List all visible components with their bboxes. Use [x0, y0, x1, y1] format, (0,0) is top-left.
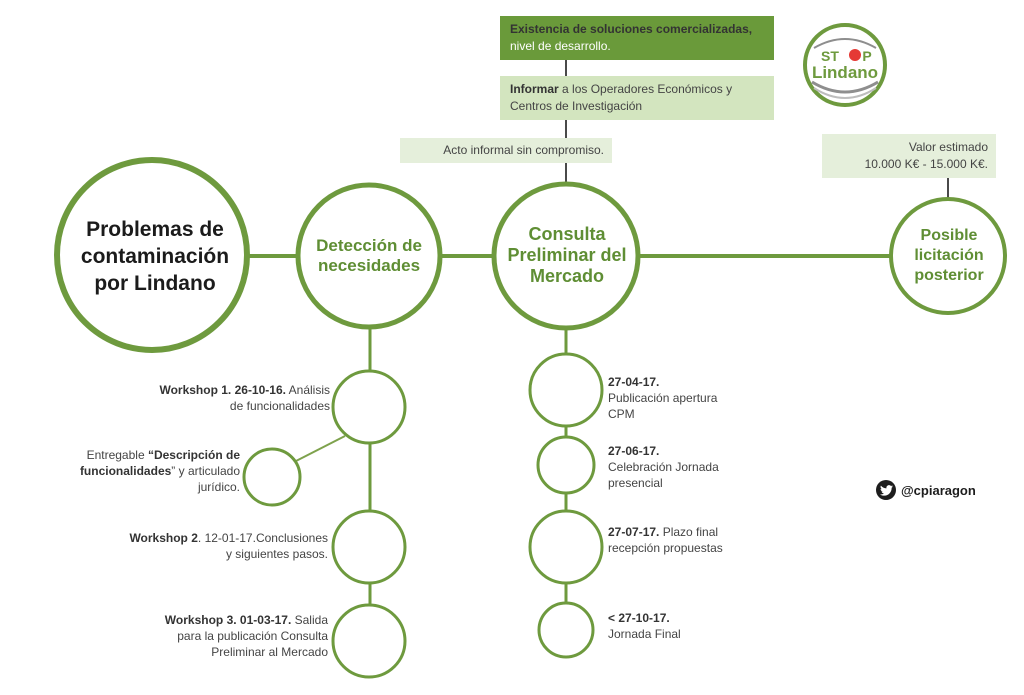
note-workshop-3-bold: Workshop 3. 01-03-17.	[164, 613, 292, 627]
timeline-cpm-node-2	[536, 435, 596, 495]
node-cpm-label: Consulta Preliminar del Mercado	[507, 223, 627, 286]
stop-lindano-logo-svg: ST P Lindano	[803, 23, 887, 107]
note-cpm-4-text: Jornada Final	[608, 627, 681, 641]
note-cpm-2: 27-06-17. Celebración Jornada presencial	[608, 443, 728, 491]
node-problemas-circle	[54, 157, 250, 353]
box-acto-informal: Acto informal sin compromiso.	[400, 138, 612, 163]
logo-stop-a: ST	[821, 48, 839, 64]
box-valor-line1: Valor estimado	[908, 140, 988, 154]
note-cpm-3: 27-07-17. Plazo final recepción propuest…	[608, 524, 733, 556]
note-entregable-prefix: Entregable	[86, 448, 148, 462]
note-cpm-2-text: Celebración Jornada presencial	[608, 460, 719, 490]
box-informar-rest: a los Operadores Económicos y Centros de…	[510, 82, 733, 113]
note-workshop-2-text: . 12-01-17.	[197, 531, 256, 545]
note-cpm-1: 27-04-17. Publicación apertura CPM	[608, 374, 718, 422]
node-problemas-label: Problemas de contaminación por Lindano	[80, 217, 230, 295]
twitter-handle-text[interactable]: @cpiaragon	[901, 482, 976, 498]
note-entregable: Entregable “Descripción de funcionalidad…	[70, 447, 240, 495]
node-cpm-circle	[491, 181, 641, 331]
node-deteccion-label: Detección de necesidades	[316, 236, 422, 275]
twitter-handle[interactable]: @cpiaragon	[876, 480, 976, 500]
stop-lindano-logo: ST P Lindano	[800, 20, 890, 110]
note-cpm-3-bold: 27-07-17.	[608, 525, 660, 539]
note-cpm-1-bold: 27-04-17.	[608, 375, 660, 389]
note-entregable-bold: “Descripción de funcionalidades	[79, 448, 240, 478]
timeline-cpm-node-4	[537, 601, 595, 659]
box-existencia-bold: Existencia de soluciones comercializadas…	[510, 22, 753, 36]
timeline-deteccion-node-4	[331, 603, 407, 679]
stop-logo-dot	[849, 49, 861, 61]
note-entregable-text: ” y articulado jurídico.	[171, 464, 240, 494]
note-workshop-2-bold: Workshop 2	[129, 531, 198, 545]
connector-entregable	[295, 435, 346, 462]
box-informar-bold: Informar	[510, 82, 559, 96]
box-existencia: Existencia de soluciones comercializadas…	[500, 16, 774, 60]
note-workshop-1-bold: Workshop 1. 26-10-16.	[159, 383, 286, 397]
note-workshop-3: Workshop 3. 01-03-17. Salida para la pub…	[148, 612, 328, 660]
timeline-cpm-node-1	[528, 352, 604, 428]
note-workshop-1-text: Análisis de funcionalidades	[229, 383, 330, 413]
timeline-cpm-node-3	[528, 509, 604, 585]
timeline-deteccion-node-3	[331, 509, 407, 585]
note-workshop-3-text: Salida para la publicación Consulta Prel…	[177, 613, 328, 659]
box-existencia-rest: nivel de desarrollo.	[510, 39, 611, 53]
timeline-deteccion-node-1	[331, 369, 407, 445]
node-licitacion-label: Posible licitación posterior	[914, 227, 984, 284]
note-cpm-2-bold: 27-06-17.	[608, 444, 660, 458]
note-workshop-2-text2: Conclusiones y siguientes pasos.	[225, 531, 328, 561]
timeline-deteccion-node-2	[242, 447, 302, 507]
twitter-bird-icon	[876, 480, 896, 500]
note-cpm-4: < 27-10-17. Jornada Final	[608, 610, 718, 642]
node-licitacion-circle	[889, 197, 1007, 315]
box-valor-line2: 10.000 K€ - 15.000 K€.	[864, 157, 988, 171]
note-cpm-1-text: Publicación apertura CPM	[608, 391, 718, 421]
box-informar: Informar a los Operadores Económicos y C…	[500, 76, 774, 120]
note-workshop-1: Workshop 1. 26-10-16. Análisis de funcio…	[150, 382, 330, 414]
box-valor-estimado: Valor estimado 10.000 K€ - 15.000 K€.	[822, 134, 996, 178]
twitter-bird-svg	[879, 484, 893, 496]
note-cpm-3-text: Plazo final recepción propuestas	[608, 525, 723, 555]
logo-lindano: Lindano	[812, 63, 878, 82]
node-deteccion-circle	[295, 182, 443, 330]
note-workshop-2: Workshop 2. 12-01-17.Conclusiones y sigu…	[128, 530, 328, 562]
note-cpm-4-bold: < 27-10-17.	[608, 611, 670, 625]
logo-stop-b: P	[862, 48, 871, 64]
